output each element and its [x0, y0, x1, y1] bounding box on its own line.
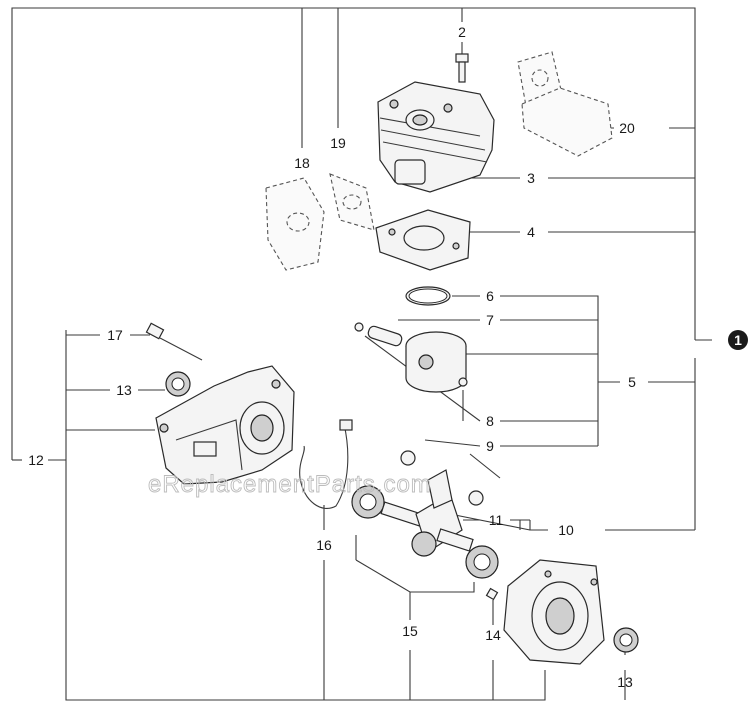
part-crankcase: [155, 365, 295, 485]
callout-2: 2: [458, 24, 466, 40]
part-gasket-20: [517, 51, 613, 157]
part-crankshaft: [380, 469, 474, 557]
part-ring-6: [405, 286, 451, 306]
part-seal-13-bottom: [613, 627, 639, 653]
part-bolt-2: [455, 53, 469, 83]
part-gasket-4: [375, 209, 471, 271]
callout-18: 18: [294, 155, 310, 171]
callout-15: 15: [402, 623, 418, 639]
callout-6: 6: [486, 288, 494, 304]
watermark-text: eReplacementParts.com: [148, 471, 432, 498]
part-bearing-left: [351, 485, 385, 519]
part-crankcase-cover: [503, 559, 605, 665]
part-bearings-9: [400, 450, 484, 506]
part-bolt-17: [145, 322, 203, 361]
part-bearing-right: [465, 545, 499, 579]
part-gasket-18: [265, 177, 325, 271]
callout-13-bottom: 13: [617, 674, 633, 690]
callout-8: 8: [486, 413, 494, 429]
callout-4: 4: [527, 224, 535, 240]
callout-16: 16: [316, 537, 332, 553]
leader-lines: [11, 7, 712, 701]
assembly-badge: [728, 330, 748, 350]
callout-9: 9: [486, 438, 494, 454]
callout-12: 12: [28, 452, 44, 468]
part-pin-7: [367, 325, 403, 347]
callout-7: 7: [486, 312, 494, 328]
part-piston: [405, 331, 467, 393]
callout-labels: 1 2 3 4 5 6 7 8 9 10 11 12 13 13 14 15 1…: [28, 24, 748, 690]
part-clips-8: [354, 322, 468, 387]
callout-3: 3: [527, 170, 535, 186]
part-gasket-16: [299, 419, 353, 509]
part-gasket-19: [329, 173, 375, 231]
callout-19: 19: [330, 135, 346, 151]
part-cylinder-3: [377, 81, 495, 193]
callout-5: 5: [628, 374, 636, 390]
callout-10: 10: [558, 522, 574, 538]
part-seal-13-top: [165, 371, 191, 397]
callout-20: 20: [619, 120, 635, 136]
callout-1: 1: [734, 332, 742, 348]
part-key-14: [485, 587, 499, 601]
callout-17: 17: [107, 327, 123, 343]
callout-11: 11: [489, 512, 504, 528]
callout-13-top: 13: [116, 382, 132, 398]
callout-14: 14: [485, 627, 501, 643]
